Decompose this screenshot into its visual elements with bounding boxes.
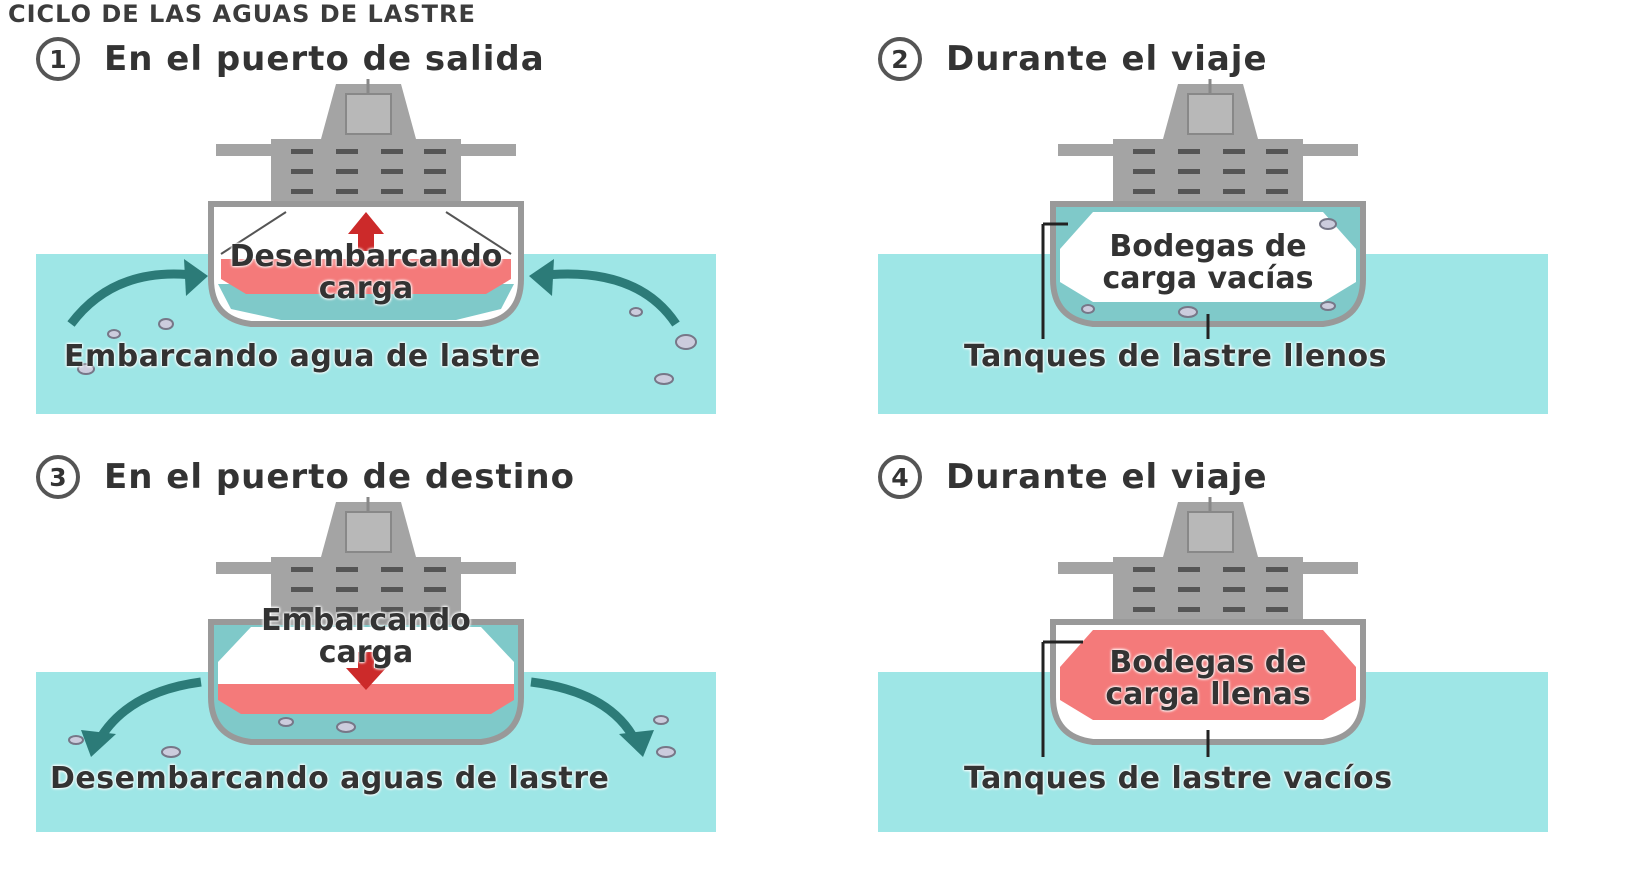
cargo-hold xyxy=(221,259,511,294)
ship-superstructure xyxy=(216,79,516,209)
cargo-hold xyxy=(218,684,514,714)
cargo-up-arrow xyxy=(348,212,384,251)
panel-title: Durante el viaje xyxy=(946,457,1268,497)
ship-label: Embarcando carga xyxy=(191,606,541,668)
scene-voyage-full xyxy=(878,497,1548,832)
step-number: 4 xyxy=(878,455,922,499)
ship-superstructure xyxy=(216,497,516,627)
panel-header: 4 Durante el viaje xyxy=(878,452,1268,502)
panel-title: En el puerto de salida xyxy=(104,39,545,79)
panel-title: En el puerto de destino xyxy=(104,457,575,497)
ship-label-line-2: carga xyxy=(318,635,414,670)
panel-voyage-full: 4 Durante el viaje Bodegas de carga llen… xyxy=(878,452,1598,872)
water-discharge-arrow-right xyxy=(530,677,654,757)
step-number: 3 xyxy=(36,455,80,499)
scene-voyage-empty xyxy=(878,79,1548,414)
bottom-label: Tanques de lastre vacíos xyxy=(964,761,1393,796)
bottom-label: Embarcando agua de lastre xyxy=(64,339,541,374)
ship-label-line-2: carga llenas xyxy=(1105,677,1311,712)
ship-label: Bodegas de carga vacías xyxy=(1033,232,1383,294)
ship-superstructure xyxy=(1058,79,1358,209)
organisms xyxy=(77,307,697,385)
diagram-title: CICLO DE LAS AGUAS DE LASTRE xyxy=(8,0,476,28)
bottom-label: Tanques de lastre llenos xyxy=(964,339,1387,374)
ship-label: Desembarcando carga xyxy=(191,242,541,304)
panel-voyage-empty: 2 Durante el viaje Bodegas de carga vací… xyxy=(878,34,1598,454)
ship-label-line-2: carga xyxy=(318,271,414,306)
organisms xyxy=(1081,218,1337,318)
water-discharge-arrow-left xyxy=(81,677,202,757)
water-intake-arrow-left xyxy=(67,259,208,327)
empty-cargo-hold xyxy=(1060,212,1356,302)
ship-label-line-1: Bodegas de xyxy=(1109,645,1307,680)
ship-label-line-1: Bodegas de xyxy=(1109,229,1307,264)
water-intake-arrow-right xyxy=(529,259,680,327)
ship-label-line-1: Embarcando xyxy=(261,603,471,638)
panel-departure-port: 1 En el puerto de salida Desembarcando c… xyxy=(36,34,756,454)
panel-header: 2 Durante el viaje xyxy=(878,34,1268,84)
scene-destination xyxy=(36,497,716,832)
ship-superstructure xyxy=(1058,497,1358,627)
bottom-label: Desembarcando aguas de lastre xyxy=(50,761,610,796)
ship-label-line-2: carga vacías xyxy=(1102,261,1314,296)
panel-header: 1 En el puerto de salida xyxy=(36,34,545,84)
panel-title: Durante el viaje xyxy=(946,39,1268,79)
step-number: 2 xyxy=(878,37,922,81)
full-cargo-hold xyxy=(1060,630,1356,720)
panel-destination-port: 3 En el puerto de destino Embarcando car… xyxy=(36,452,756,872)
step-number: 1 xyxy=(36,37,80,81)
scene-departure xyxy=(36,79,716,414)
organisms xyxy=(68,715,676,758)
cargo-down-arrow xyxy=(346,652,386,690)
ship-label: Bodegas de carga llenas xyxy=(1033,648,1383,710)
ship-label-line-1: Desembarcando xyxy=(229,239,503,274)
panel-header: 3 En el puerto de destino xyxy=(36,452,575,502)
